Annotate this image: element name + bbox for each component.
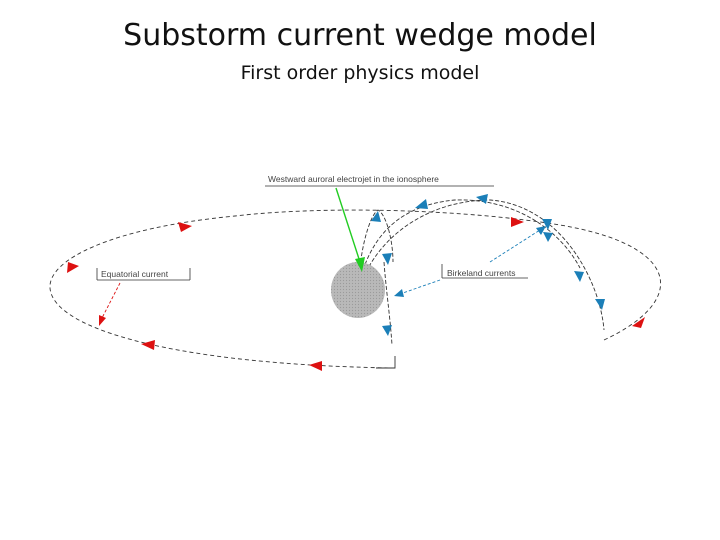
equatorial-arrow [511,217,524,227]
field-line-right [365,199,605,331]
equatorial-arrow [178,222,192,232]
birkeland-arrow [382,253,392,265]
electrojet-label-group: Westward auroral electrojet in the ionos… [265,174,494,187]
field-line-middle [362,199,581,271]
equatorial-label: Equatorial current [101,269,169,279]
birkeland-arrow [595,299,605,310]
equatorial-arrow [141,340,155,350]
birkeland-arrow [542,219,552,230]
birkeland-arrow [543,232,553,242]
birkeland-label: Birkeland currents [447,268,516,278]
birkeland-label-group: Birkeland currents [394,226,546,297]
equatorial-arrow [309,361,322,371]
slide-subtitle: First order physics model [240,62,480,84]
birkeland-arrow [371,211,381,222]
equatorial-arrow [632,317,645,328]
birkeland-arrow [574,271,584,282]
equatorial-arrow [67,262,79,273]
electrojet-label: Westward auroral electrojet in the ionos… [268,174,439,184]
birkeland-arrow [415,199,428,209]
equatorial-label-group: Equatorial current [96,268,191,326]
field-line-left [359,209,394,269]
birkeland-arrow [476,194,488,204]
earth-sphere [331,262,385,318]
bottom-bracket [376,356,396,369]
birkeland-arrow [382,325,392,336]
equatorial-current-ring [49,209,661,369]
slide-title: Substorm current wedge model [123,18,597,53]
electrojet-pointer-arrow [335,187,365,272]
field-line-down [383,261,393,346]
